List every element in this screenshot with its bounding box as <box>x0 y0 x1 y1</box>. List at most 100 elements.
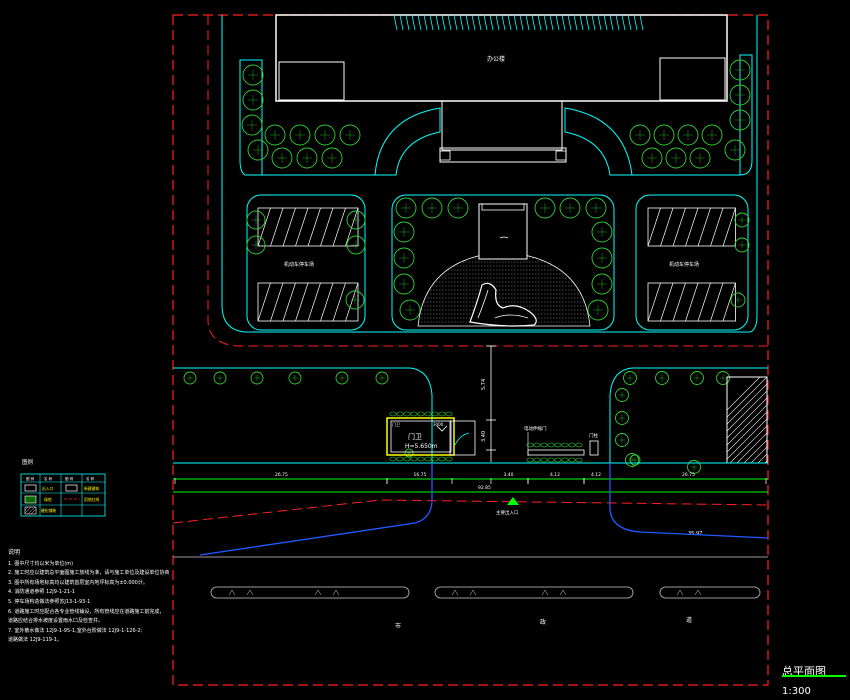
parking-right-label: 机动车停车场 <box>669 261 699 268</box>
tree <box>264 124 286 146</box>
parking-left-label: 机动车停车场 <box>284 261 314 268</box>
shrub <box>396 456 404 462</box>
title-block: 总平面图1:300 <box>782 660 850 698</box>
note-item: 7. 室外散水做法 12J9-1-95-1,室外台阶做法 12J9-1-126-… <box>8 627 143 634</box>
median-plant-mark <box>332 589 340 596</box>
median-plant-mark <box>694 589 702 596</box>
neighbor-hatch-line <box>727 411 767 453</box>
roof-hatch-line <box>585 14 590 31</box>
parking-stall-line <box>710 207 724 247</box>
roof-hatch-line <box>435 14 440 31</box>
site-boundary-cyan <box>221 15 758 333</box>
tree <box>724 139 746 161</box>
redline-road-edge <box>172 499 769 524</box>
roof-hatch-line <box>483 14 488 31</box>
tree <box>393 247 415 269</box>
tree <box>729 59 751 81</box>
building-roof-hatch <box>393 14 644 31</box>
front-curb-right <box>609 367 768 463</box>
front-curb-left <box>173 367 433 463</box>
electric-gate <box>527 432 599 456</box>
tree <box>399 299 421 321</box>
neighbor-hatch-line <box>727 377 767 418</box>
parking-stall-line <box>295 282 309 322</box>
dim-vertical-2: 3.40 <box>481 431 487 442</box>
parking-row <box>647 207 736 247</box>
shrub <box>561 457 569 463</box>
median-plant-mark <box>469 589 477 596</box>
neighbor-hatch-line <box>727 390 767 432</box>
tree <box>289 124 311 146</box>
median-plant-mark <box>451 589 459 596</box>
tree <box>730 292 746 308</box>
entrance-arc-left <box>374 107 441 176</box>
tree <box>393 221 415 243</box>
guardhouse-elevation: H=5.650m <box>405 443 438 450</box>
tree <box>247 139 269 161</box>
tree <box>242 64 264 86</box>
median-plant-mark <box>541 589 549 596</box>
neighbor-hatch-line <box>727 404 767 446</box>
roof-hatch-line <box>573 14 578 31</box>
shrub <box>410 411 418 417</box>
neighbor-hatch-line <box>757 453 767 463</box>
road-curb-left <box>199 463 433 556</box>
dim-bottom-text: 16.75 <box>414 472 427 478</box>
entrance-arc-right <box>564 107 633 176</box>
green-strip-right <box>739 54 753 176</box>
green-island-center <box>391 194 615 331</box>
dimension-vertical <box>486 345 496 462</box>
shrub <box>431 411 439 417</box>
roof-hatch-line <box>495 14 500 31</box>
legend-title: 图例 <box>22 458 34 466</box>
roof-hatch-line <box>609 14 614 31</box>
svg-text:图 例: 图 例 <box>26 476 35 481</box>
roof-hatch-line <box>471 14 476 31</box>
parking-stall-line <box>697 282 711 322</box>
roof-hatch-line <box>567 14 572 31</box>
median-3 <box>659 586 761 599</box>
property-redline-inner <box>207 15 768 347</box>
tree <box>690 371 704 385</box>
gate-shrubs <box>526 442 583 463</box>
parking-stall-line <box>685 282 699 322</box>
tree <box>534 197 556 219</box>
tree <box>250 371 264 385</box>
dim-vertical-1: 5.74 <box>481 379 487 390</box>
road-char-3: 道 <box>686 616 692 624</box>
roof-hatch-line <box>429 14 434 31</box>
tree <box>653 124 675 146</box>
roof-hatch-line <box>591 14 596 31</box>
neighbor-hatch-line <box>727 482 767 522</box>
roof-hatch-line <box>525 14 530 31</box>
roof-hatch-line <box>453 14 458 31</box>
tree <box>623 371 637 385</box>
green-island-left <box>246 194 366 331</box>
shrub <box>424 456 432 462</box>
tree <box>404 448 414 458</box>
parking-stall-line <box>685 207 699 247</box>
shrub <box>568 442 576 448</box>
title-underline <box>782 675 846 677</box>
roof-hatch-line <box>537 14 542 31</box>
roof-hatch-line <box>507 14 512 31</box>
tree <box>375 371 389 385</box>
parking-stall-line <box>270 207 284 247</box>
shrub <box>417 411 425 417</box>
tree <box>288 371 302 385</box>
note-item: 3. 图中所有场地标高均以建筑首层室内地坪标高为±0.000计。 <box>8 579 148 586</box>
shrub <box>438 411 446 417</box>
parking-stall-line <box>257 282 271 322</box>
tree <box>246 235 266 255</box>
neighbor-hatch-line <box>727 489 767 529</box>
shrub <box>554 442 562 448</box>
green-strip-left <box>239 59 263 176</box>
parking-row <box>257 207 359 247</box>
neighbor-hatch-line <box>727 397 767 439</box>
median-plant-mark <box>559 589 567 596</box>
shrub <box>533 442 541 448</box>
median-plant-mark <box>676 589 684 596</box>
roof-hatch-line <box>465 14 470 31</box>
tree <box>689 147 711 169</box>
